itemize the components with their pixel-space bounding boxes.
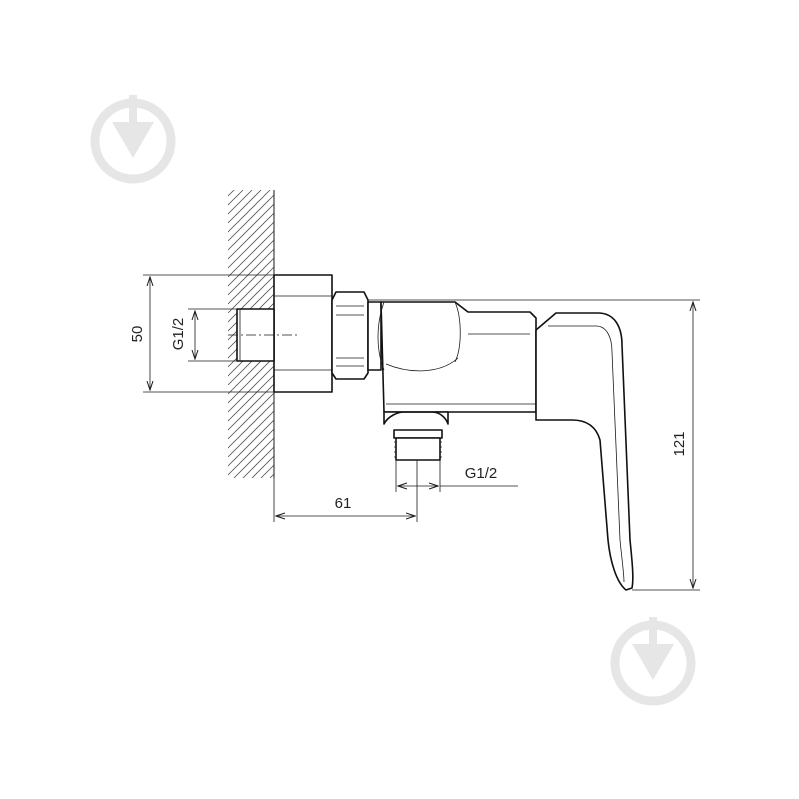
hatch-line: [228, 492, 274, 538]
wall-flange: [273, 274, 333, 393]
hatch-line: [228, 383, 274, 431]
dimension-outlet-thread: G1/2: [395, 460, 518, 492]
hatch-line: [228, 190, 262, 224]
hatch-line: [228, 483, 274, 529]
hatch-line: [228, 212, 274, 260]
hatch-line: [228, 221, 274, 269]
lever-handle: [535, 312, 634, 591]
hatch-line: [228, 528, 274, 574]
inlet-nipple: [228, 308, 300, 362]
dimension-overall-height: 121: [368, 299, 700, 591]
hex-nut: [331, 291, 369, 380]
hatch-line: [228, 190, 235, 197]
hatch-line: [242, 446, 274, 478]
shovel-watermark-icon: [610, 617, 696, 706]
hatch-line: [228, 266, 274, 314]
hatch-line: [233, 437, 274, 478]
hatch-line: [228, 410, 274, 458]
hatch-line: [228, 194, 274, 242]
hatch-line: [228, 537, 274, 583]
hatch-line: [228, 428, 274, 476]
collar: [367, 301, 382, 371]
hatch-line: [228, 392, 274, 440]
hatch-line: [228, 374, 274, 422]
hatch-line: [228, 190, 244, 206]
hatch-line: [228, 401, 274, 449]
hatch-line: [228, 190, 271, 233]
hatch-line: [228, 190, 253, 215]
hatch-line: [228, 356, 274, 404]
dimension-flange-height: 50: [129, 274, 274, 393]
hatch-line: [228, 230, 274, 278]
flange-height-label: 50: [129, 326, 146, 343]
hatch-line: [228, 519, 274, 565]
hatch-line: [228, 510, 274, 556]
dimension-inlet-thread: G1/2: [170, 308, 237, 362]
hatch-line: [228, 203, 274, 251]
hatch-line: [260, 464, 274, 478]
hatch-line: [228, 257, 274, 305]
inlet-thread-label: G1/2: [170, 318, 187, 351]
shovel-watermark-icon: [90, 95, 176, 184]
hatch-line: [228, 284, 274, 332]
hatch-line: [228, 239, 274, 287]
overall-height-label: 121: [671, 431, 688, 456]
mixer-body: [377, 301, 537, 413]
outlet-connector: [383, 411, 449, 461]
hatch-line: [269, 473, 274, 478]
hatch-line: [251, 455, 274, 478]
dimension-projection: 61: [273, 460, 418, 522]
projection-label: 61: [335, 495, 352, 512]
hatch-line: [228, 501, 274, 547]
hatch-line: [228, 248, 274, 296]
hatch-line: [228, 275, 274, 323]
hatch-line: [228, 419, 274, 467]
hatch-line: [228, 365, 274, 413]
outlet-thread-label: G1/2: [465, 465, 498, 482]
wall-section: [228, 190, 275, 583]
